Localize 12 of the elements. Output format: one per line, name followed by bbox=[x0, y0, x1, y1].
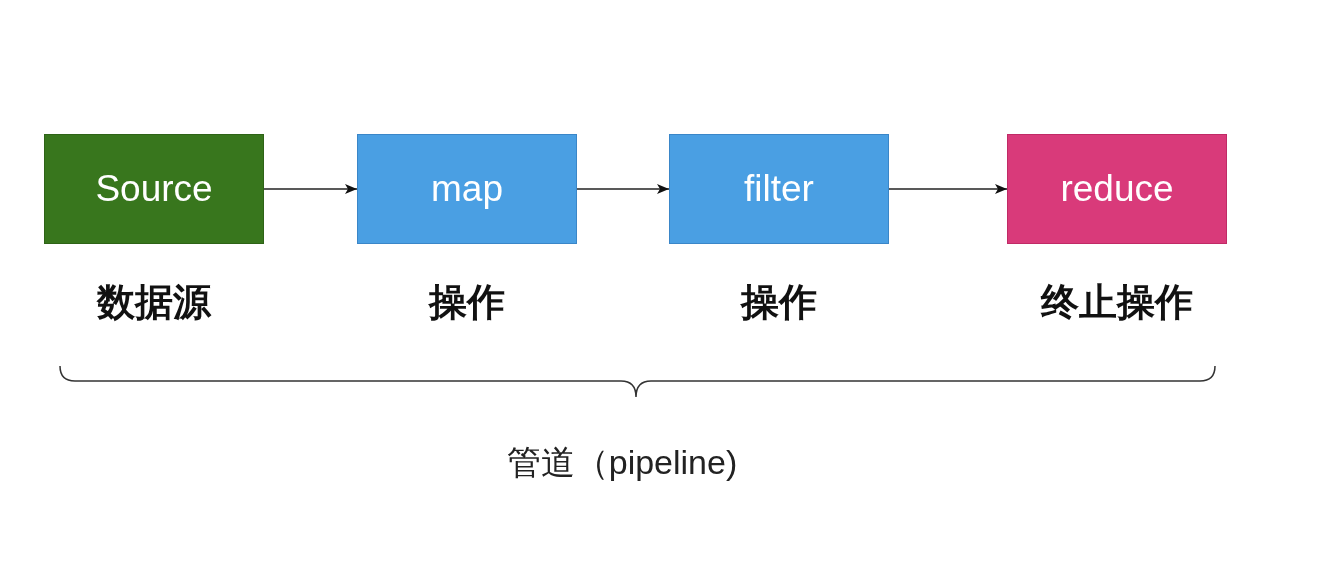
process-box: Source bbox=[44, 134, 264, 244]
caption-text: 操作 bbox=[739, 280, 818, 325]
pipeline-label: 管道（pipeline) bbox=[505, 442, 739, 483]
process-box: reduce bbox=[1007, 134, 1227, 244]
arrow bbox=[576, 184, 670, 194]
caption-text: 操作 bbox=[427, 280, 506, 325]
caption-text: 终止操作 bbox=[1039, 280, 1194, 325]
process-box: filter bbox=[669, 134, 889, 244]
arrow bbox=[263, 184, 358, 194]
process-box: map bbox=[357, 134, 577, 244]
caption-text: 数据源 bbox=[95, 280, 213, 325]
arrow bbox=[888, 184, 1008, 194]
